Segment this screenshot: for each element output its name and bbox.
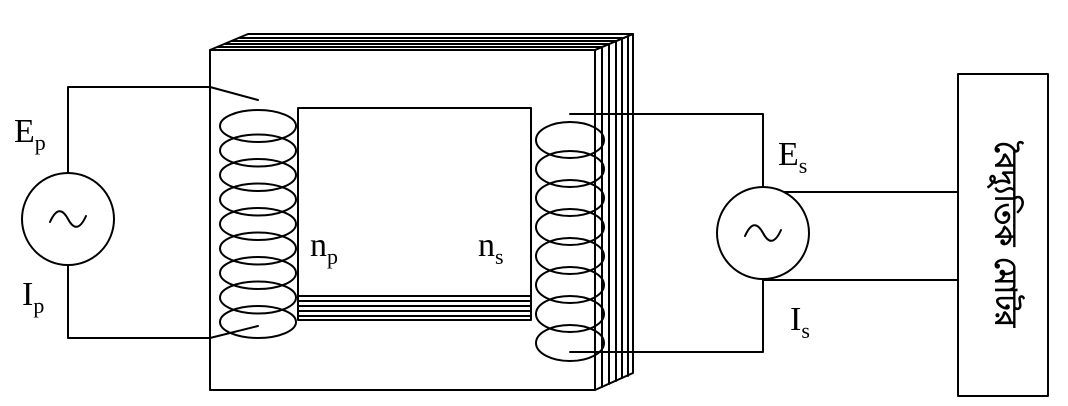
coil-turn [219, 133, 297, 168]
coil-turn [219, 182, 297, 217]
primary-ac-wave-icon [49, 210, 87, 228]
coil-turn [219, 231, 297, 266]
es-label: Es [778, 136, 807, 178]
np-label-main: n [310, 227, 327, 264]
is-label: Is [790, 301, 810, 343]
secondary-ac-wave-icon [744, 224, 782, 242]
core-window [297, 107, 532, 321]
coil-turn [535, 121, 605, 159]
ep-label: Ep [14, 113, 46, 155]
secondary-circuit [569, 113, 959, 353]
ip-label-main: I [22, 276, 33, 313]
coil-turn [535, 266, 605, 304]
ip-label-sub: p [33, 293, 44, 318]
ep-label-sub: p [35, 130, 46, 155]
primary-wire-bottom [67, 264, 259, 339]
np-label: np [310, 227, 338, 269]
es-label-main: E [778, 136, 799, 173]
is-label-main: I [790, 301, 801, 338]
coil-turn [219, 158, 297, 192]
coil-turn [219, 305, 297, 339]
secondary-wire-bottom [569, 279, 764, 353]
load-box: বৈদ্যুতিক মোটর [957, 73, 1049, 397]
coil-turn [535, 237, 605, 275]
np-label-sub: p [327, 244, 338, 269]
transformer-core [209, 33, 634, 391]
primary-coil [219, 109, 297, 339]
secondary-wire-top [569, 113, 764, 193]
ip-label: Ip [22, 276, 44, 318]
coil-turn [219, 280, 297, 315]
primary-ac-source [21, 172, 115, 266]
coil-turn [219, 109, 297, 143]
ns-label: ns [478, 227, 504, 269]
coil-turn [535, 179, 605, 217]
ns-label-main: n [478, 227, 495, 264]
coil-turn [219, 256, 297, 290]
es-label-sub: s [799, 153, 808, 178]
coil-turn [535, 295, 605, 333]
secondary-coil [535, 121, 605, 362]
motor-label: বৈদ্যুতিক মোটর [987, 140, 1026, 329]
coil-turn [219, 207, 297, 241]
primary-circuit [21, 86, 259, 339]
coil-turn [535, 208, 605, 246]
motor-box [957, 73, 1049, 397]
primary-wire-top [67, 86, 259, 174]
ns-label-sub: s [495, 244, 504, 269]
core-front-outline [209, 49, 596, 391]
ep-label-main: E [14, 113, 35, 150]
coil-turn [535, 150, 605, 188]
coil-turn [535, 324, 605, 362]
is-label-sub: s [801, 318, 810, 343]
